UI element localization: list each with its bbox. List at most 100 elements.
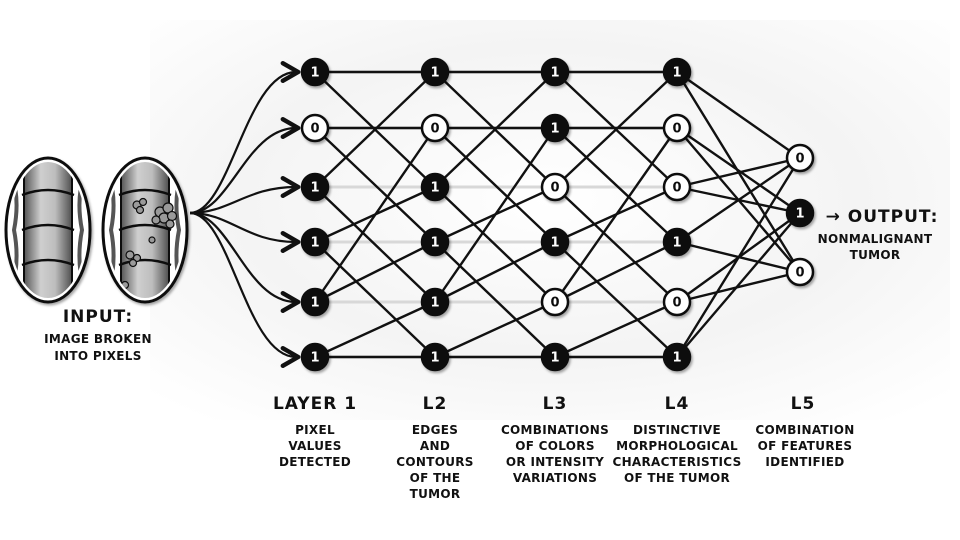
node-active: 1 (540, 57, 570, 87)
node-inactive: 0 (540, 287, 570, 317)
node-circle (540, 227, 570, 257)
node-value: 1 (430, 236, 439, 251)
connection-line (675, 270, 802, 304)
layer-3-label: L3 COMBINATIONS OF COLORS OR INTENSITY V… (501, 394, 609, 485)
node-active: 1 (662, 227, 692, 257)
layer-2-desc-line-5: TUMOR (410, 487, 461, 501)
connection-line (433, 70, 557, 189)
layer-2-desc-line-4: OF THE (410, 471, 461, 485)
node-circle (662, 287, 692, 317)
node-circle (420, 227, 450, 257)
input-label: INPUT: IMAGE BROKEN INTO PIXELS (44, 307, 152, 363)
node-circle (662, 227, 692, 257)
node-inactive: 0 (785, 257, 815, 287)
connection-line (675, 211, 802, 359)
layer-5-label: L5 COMBINATION OF FEATURES IDENTIFIED (755, 394, 854, 469)
input-desc-line-1: IMAGE BROKEN (44, 332, 152, 346)
node-value: 1 (430, 181, 439, 196)
node-active: 1 (420, 287, 450, 317)
layer-1-name: LAYER 1 (273, 394, 357, 414)
node-active: 1 (420, 227, 450, 257)
connection-line (675, 126, 802, 215)
node-value: 1 (550, 351, 559, 366)
node-value: 1 (550, 236, 559, 251)
node-inactive: 0 (420, 113, 450, 143)
layer-3-desc-line-2: OF COLORS (515, 439, 595, 453)
node-active: 1 (300, 57, 330, 87)
node-value: 1 (550, 122, 559, 137)
node-circle (420, 287, 450, 317)
node-value: 1 (310, 66, 319, 81)
input-arrow (189, 117, 301, 215)
input-images (4, 156, 189, 304)
node-value: 1 (430, 66, 439, 81)
node-value: 0 (550, 181, 559, 196)
layer-4-desc-line-3: CHARACTERISTICS (612, 455, 741, 469)
layer-2-desc-line-2: AND (420, 439, 450, 453)
connection-line (313, 185, 437, 304)
layer-4-desc-line-2: MORPHOLOGICAL (616, 439, 738, 453)
input-title: INPUT: (63, 307, 133, 327)
node-circle (662, 172, 692, 202)
node-circle (540, 113, 570, 143)
connection-line (675, 70, 802, 160)
node-circle (785, 257, 815, 287)
output-desc-line-2: TUMOR (850, 248, 901, 262)
node-active: 1 (420, 172, 450, 202)
node-value: 1 (672, 351, 681, 366)
layer-3-desc-line-3: OR INTENSITY (506, 455, 604, 469)
node-value: 1 (310, 296, 319, 311)
connection-line (313, 300, 437, 359)
node-value: 0 (672, 122, 681, 137)
node-value: 0 (672, 296, 681, 311)
node-value: 0 (672, 181, 681, 196)
layer-1-desc-line-1: PIXEL (295, 423, 335, 437)
layer-3-desc-line-1: COMBINATIONS (501, 423, 609, 437)
healthy-tissue-image (4, 156, 92, 304)
output-desc-line-1: NONMALIGNANT (818, 232, 933, 246)
input-desc-line-2: INTO PIXELS (54, 349, 141, 363)
node-value: 1 (430, 351, 439, 366)
node-value: 0 (795, 266, 804, 281)
node-circle (785, 143, 815, 173)
connection-line (433, 300, 557, 359)
connection-line (675, 156, 802, 189)
node-value: 1 (310, 351, 319, 366)
node-value: 1 (430, 296, 439, 311)
connection-line (313, 126, 437, 304)
node-active: 1 (540, 113, 570, 143)
node-value: 1 (310, 181, 319, 196)
connection-line (313, 240, 437, 359)
node-active: 1 (662, 57, 692, 87)
connection-line (675, 156, 802, 359)
node-value: 1 (672, 66, 681, 81)
node-circle (785, 198, 815, 228)
output-label: → OUTPUT: NONMALIGNANT TUMOR (818, 207, 938, 262)
node-active: 1 (785, 198, 815, 228)
node-circle (300, 113, 330, 143)
input-arrow (189, 211, 301, 253)
layer-3-name: L3 (543, 394, 568, 414)
layer-2-label: L2 EDGES AND CONTOURS OF THE TUMOR (396, 394, 473, 501)
node-inactive: 0 (662, 287, 692, 317)
connection-line (313, 70, 437, 189)
node-value: 0 (550, 296, 559, 311)
connection-line (553, 300, 679, 359)
connection-line (313, 240, 437, 304)
node-value: 0 (430, 122, 439, 137)
connection-line (553, 240, 679, 359)
node-active: 1 (420, 57, 450, 87)
layer-1-label: LAYER 1 PIXEL VALUES DETECTED (273, 394, 357, 469)
connection-line (433, 126, 557, 244)
node-inactive: 0 (785, 143, 815, 173)
node-circle (662, 57, 692, 87)
connection-line (433, 185, 557, 304)
node-circle (662, 342, 692, 372)
connection-line (433, 240, 557, 359)
node-circle (540, 172, 570, 202)
input-arrow (189, 211, 301, 368)
layer-4-desc-line-1: DISTINCTIVE (633, 423, 721, 437)
node-value: 0 (795, 152, 804, 167)
connections (313, 70, 802, 359)
